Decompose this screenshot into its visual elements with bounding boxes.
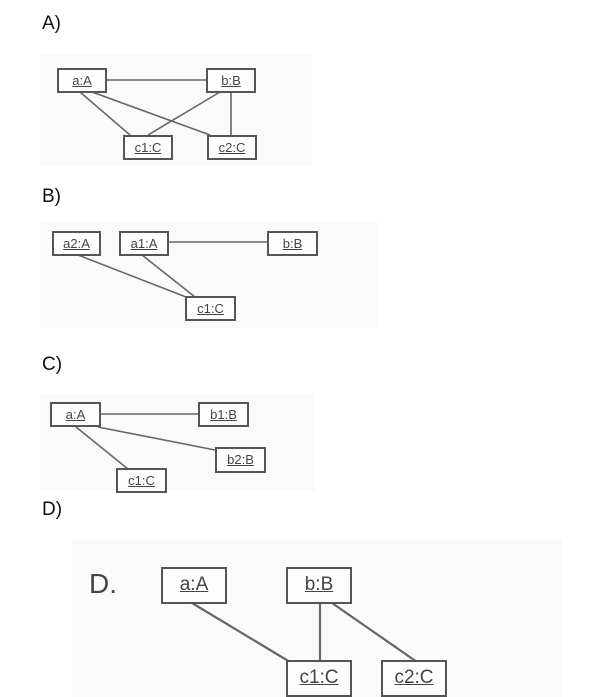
object-a: a:A	[50, 402, 101, 427]
object-a2: a2:A	[52, 231, 101, 256]
link-a-c1	[191, 602, 291, 663]
object-b1: b1:B	[198, 402, 249, 427]
object-b2: b2:B	[215, 447, 266, 473]
link-a-c1	[75, 426, 129, 470]
link-a-c2	[91, 91, 211, 136]
option-b-links	[77, 241, 267, 298]
link-a1-c1	[141, 254, 196, 298]
object-b: b:B	[206, 68, 256, 93]
object-b: b:B	[267, 231, 318, 256]
object-c2: c2:C	[381, 660, 447, 697]
option-d-diagram: D. a:A b:B c1:C c2:C	[72, 540, 562, 697]
option-c-links	[75, 413, 216, 470]
object-a: a:A	[161, 567, 227, 604]
object-c1: c1:C	[123, 135, 173, 160]
option-d-tag: D.	[89, 568, 117, 599]
link-a-b2	[97, 426, 216, 451]
link-a-c1	[79, 91, 131, 136]
option-c-diagram: a:A b1:B b2:B c1:C	[40, 393, 315, 493]
link-b-c1	[147, 91, 221, 136]
option-a-label: A)	[42, 13, 61, 34]
link-a2-c1	[77, 254, 187, 298]
option-b-diagram: a2:A a1:A b:B c1:C	[40, 222, 378, 328]
object-c2: c2:C	[207, 135, 257, 160]
option-a-links	[79, 79, 232, 136]
option-c-label: C)	[42, 354, 63, 375]
object-a: a:A	[57, 68, 107, 93]
option-d-label: D)	[42, 499, 63, 520]
object-a1: a1:A	[119, 231, 169, 256]
option-b-label: B)	[42, 186, 61, 207]
option-d-links	[191, 602, 418, 663]
option-a-diagram: a:A b:B c1:C c2:C	[40, 55, 312, 165]
link-b-c2	[331, 602, 418, 663]
object-b: b:B	[286, 567, 352, 604]
object-c1: c1:C	[185, 296, 236, 321]
object-c1: c1:C	[286, 660, 352, 697]
object-c1: c1:C	[116, 468, 167, 493]
